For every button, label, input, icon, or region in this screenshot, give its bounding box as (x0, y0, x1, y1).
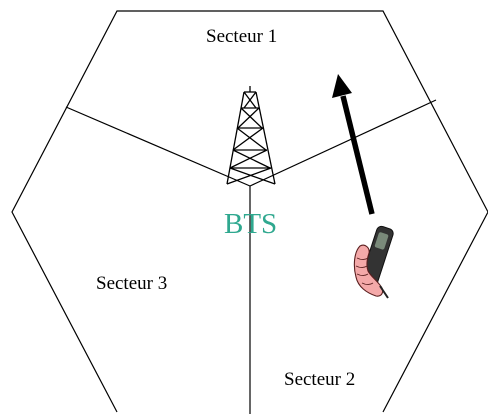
sector-2-label: Secteur 2 (284, 369, 355, 390)
sector-1-label: Secteur 1 (206, 26, 277, 47)
cell-hexagon-outline (11, 10, 488, 413)
sector-divider-right (249, 99, 437, 187)
bts-tower-icon (226, 86, 276, 185)
movement-arrow-icon (332, 74, 375, 215)
bts-label: BTS (224, 208, 277, 240)
sector-3-label: Secteur 3 (96, 273, 167, 294)
hand-holding-phone-icon (353, 225, 394, 299)
sector-divider-left (65, 106, 251, 187)
